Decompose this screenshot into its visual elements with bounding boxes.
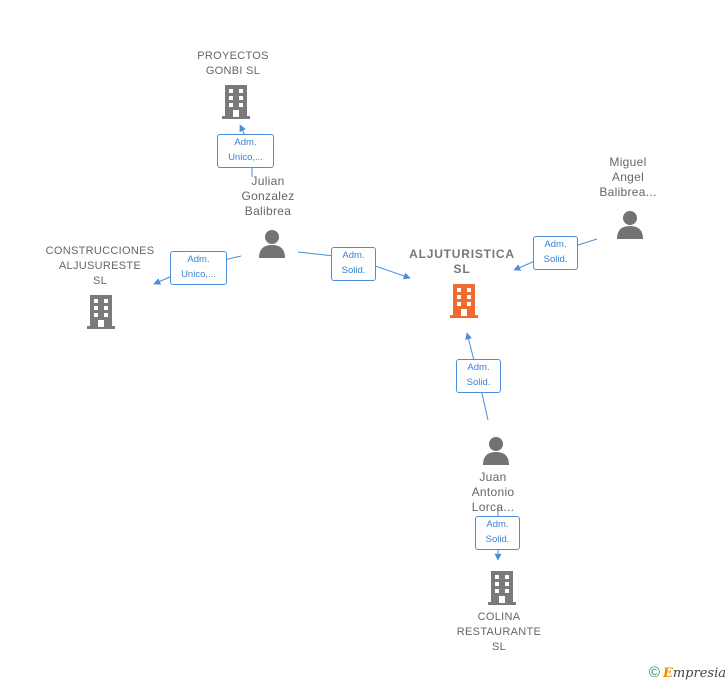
node-label-juan: Juan Antonio Lorca...	[471, 470, 515, 514]
edge-label-juan-colina[interactable]: Adm. Solid.	[475, 516, 520, 550]
node-label-miguel: Miguel Angel Balibrea...	[599, 155, 657, 199]
node-label-colina: COLINA RESTAURANTE SL	[456, 611, 542, 653]
person-icon[interactable]	[257, 228, 287, 258]
copyright-icon: ©	[648, 664, 660, 681]
building-icon[interactable]	[486, 570, 518, 606]
node-label-construcciones: CONSTRUCCIONES ALJUSURESTE SL	[45, 245, 155, 287]
footer-brand[interactable]: ©Empresia	[649, 664, 726, 681]
edge-label-julian-aljuturistica[interactable]: Adm. Solid.	[331, 247, 376, 281]
brand-logo: Empresia	[662, 666, 726, 681]
node-label-proyectos-gonbi: PROYECTOS GONBI SL	[197, 50, 269, 77]
building-icon[interactable]	[220, 84, 252, 120]
building-icon[interactable]	[85, 294, 117, 330]
edge-label-juan-aljuturistica[interactable]: Adm. Solid.	[456, 359, 501, 393]
main-building-icon[interactable]	[448, 283, 480, 319]
node-label-aljuturistica: ALJUTURISTICA SL	[409, 247, 515, 276]
person-icon[interactable]	[481, 435, 511, 465]
person-icon[interactable]	[615, 209, 645, 239]
node-label-julian: Julian Gonzalez Balibrea	[241, 174, 295, 218]
edge-label-julian-construcciones[interactable]: Adm. Unico,...	[170, 251, 227, 285]
edge-label-julian-proyectos[interactable]: Adm. Unico,...	[217, 134, 274, 168]
edge-label-miguel-aljuturistica[interactable]: Adm. Solid.	[533, 236, 578, 270]
